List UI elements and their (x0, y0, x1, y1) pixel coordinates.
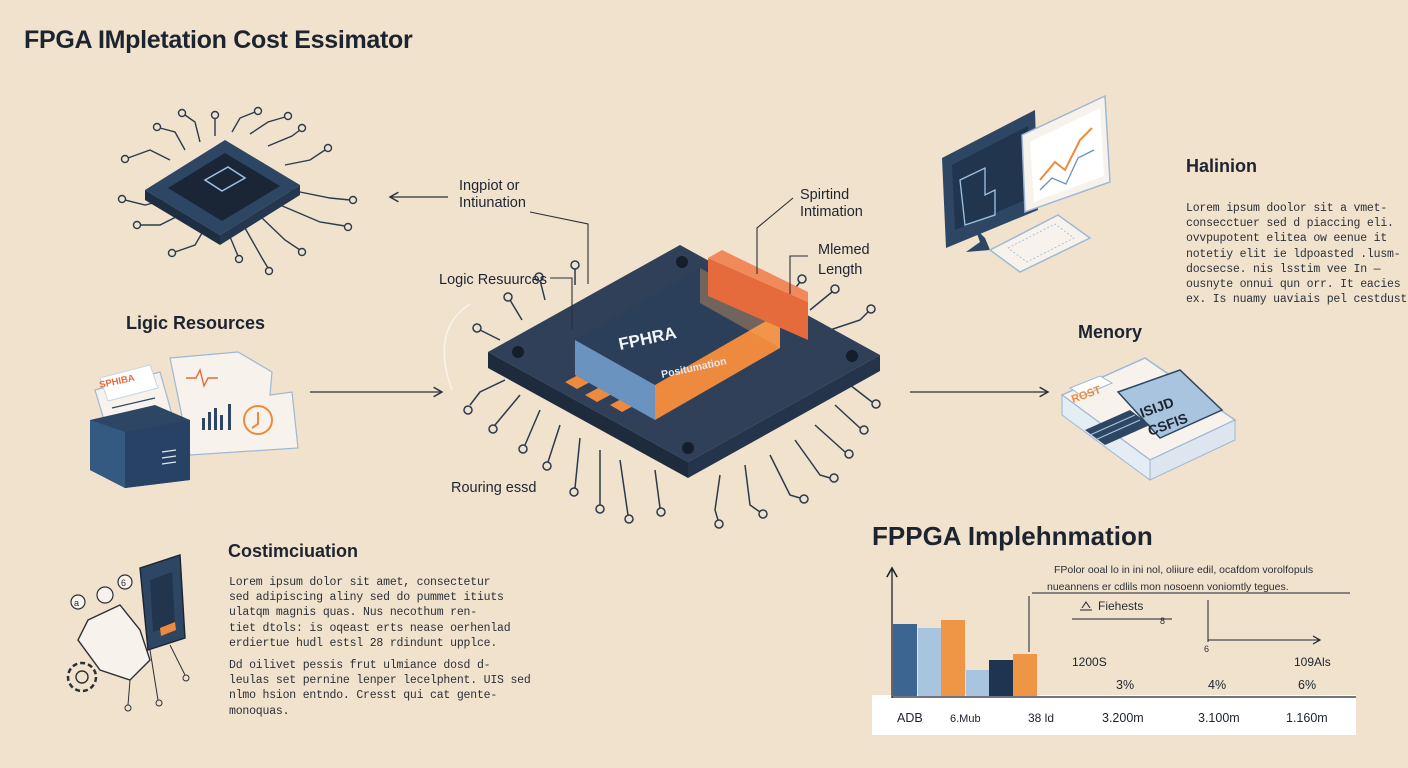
chart-note-line1: FPolor ooal lo in ini nol, oliiure edil,… (1054, 564, 1313, 576)
chart-bottom-label-2: 6.Mub (950, 713, 981, 725)
input-info-label-2: Intiunation (459, 195, 526, 211)
chart-mid-label-4: 6% (1298, 678, 1316, 692)
routing-label: Rouring essd (451, 480, 537, 496)
memory-heading: Menory (1078, 322, 1143, 342)
input-info-label-1: Ingpiot or (459, 178, 520, 194)
logic-resources-chip-label: Logic Resuurces (439, 272, 547, 288)
spirtind-label-1: Spirtind (800, 187, 850, 203)
halinion-paragraph: Lorem ipsum doolor sit a vmet- consecctu… (1186, 202, 1408, 307)
chart-bar-5 (989, 660, 1013, 696)
chart-bar-1 (893, 624, 917, 696)
chart-mid-label-1: 1200S (1072, 655, 1107, 669)
chart-bar-3 (941, 620, 965, 696)
chart-legend-label: Fiehests (1098, 599, 1143, 613)
chart-label-strip (872, 695, 1356, 735)
chart-end-label: 109Als (1294, 655, 1331, 669)
chart-arrow-value: 8 (1160, 616, 1165, 626)
mlemed-label-1: Mlemed (818, 242, 870, 258)
chart-bottom-label-6: 1.160m (1286, 711, 1328, 725)
fpga-chip-icon (463, 245, 881, 529)
coin-label-2: 6 (121, 578, 126, 588)
chart-bar-4 (966, 670, 990, 696)
leader-logic (550, 277, 573, 330)
chart-bottom-label-3: 38 ld (1028, 711, 1054, 725)
leader-mlemed (789, 255, 808, 294)
chart-bar-6 (1013, 654, 1037, 696)
implementation-heading: FPPGA Implehnmation (872, 521, 1153, 551)
cost-paragraph-1: Lorem ipsum dolor sit amet, consectetur … (229, 576, 511, 650)
coin-label-1: a (74, 598, 79, 608)
chart-mid-label-3: 4% (1208, 678, 1226, 692)
implementation-chart: FPolor ooal lo in ini nol, oliiure edil,… (872, 564, 1356, 735)
chart-bar-2 (918, 628, 942, 696)
cost-heading: Costimciuation (228, 541, 359, 561)
monitor-icon (942, 94, 1111, 273)
chart-side-mark: 6 (1204, 644, 1209, 654)
cost-person-icon (66, 554, 190, 712)
leader-input-info (529, 211, 589, 284)
leader-spirtind (756, 197, 794, 274)
logic-resources-heading: Ligic Resources (126, 313, 266, 333)
input-chip-icon (117, 106, 358, 276)
chart-bottom-label-1: ADB (897, 711, 923, 725)
memory-module-icon (1060, 357, 1237, 481)
halinion-heading: Halinion (1186, 156, 1257, 176)
chart-note-line2: nueannens er cdlils mon nosoenn voniomtl… (1047, 581, 1289, 593)
logic-resources-icon (90, 351, 299, 488)
mlemed-label-2: Length (818, 262, 863, 278)
cost-paragraph-2: Dd oilivet pessis frut ulmiance dosd d- … (229, 659, 531, 718)
chart-bottom-label-4: 3.200m (1102, 711, 1144, 725)
page-title: FPGA IMpletation Cost Essimator (24, 26, 413, 54)
chart-bars (893, 620, 1037, 696)
chart-mid-label-2: 3% (1116, 678, 1134, 692)
curve-highlight (443, 303, 471, 391)
chart-bottom-label-5: 3.100m (1198, 711, 1240, 725)
spirtind-label-2: Intimation (800, 204, 863, 220)
